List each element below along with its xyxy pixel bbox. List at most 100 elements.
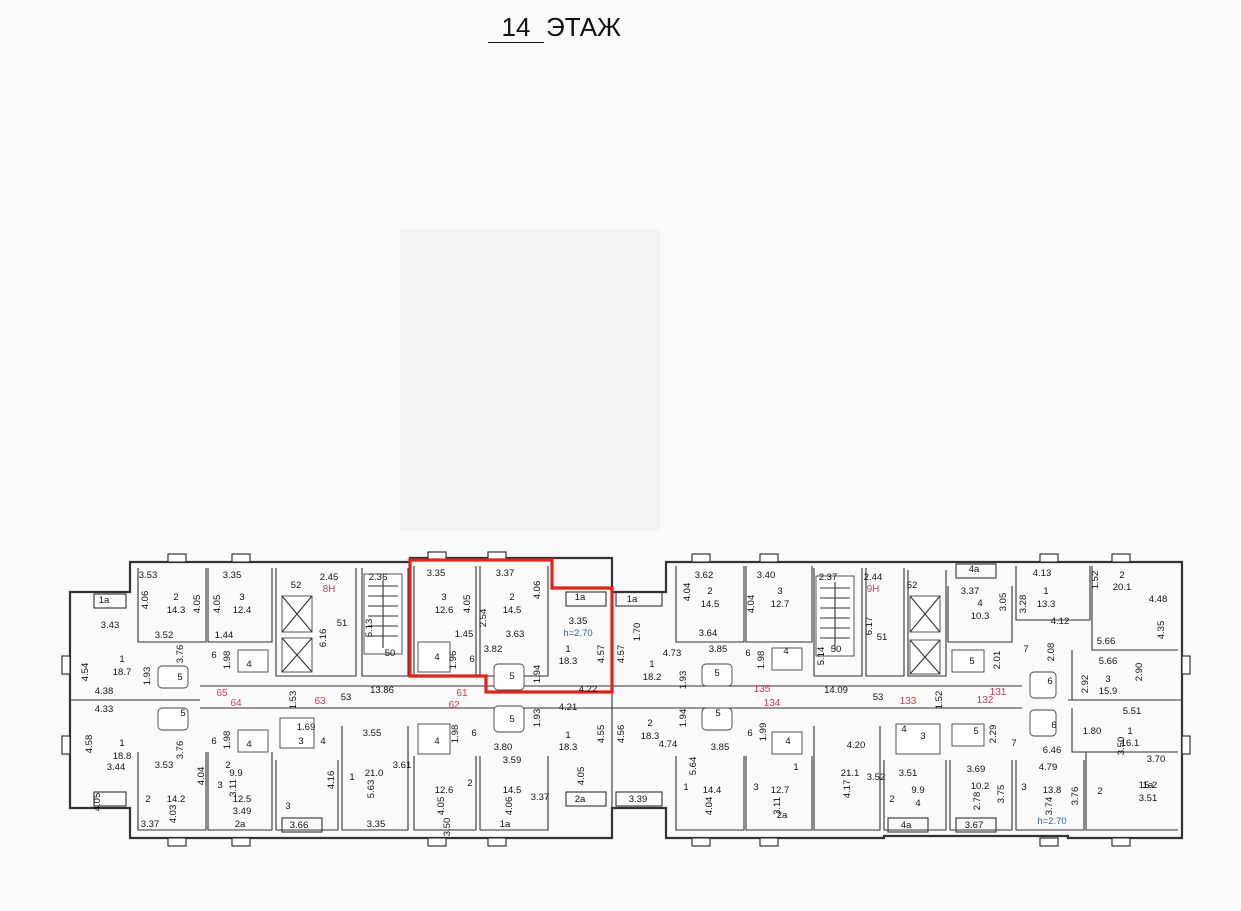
plan-label: 9.9 xyxy=(229,768,242,779)
plan-label: 1.93 xyxy=(142,667,153,686)
plan-label: 3.74 xyxy=(1044,797,1055,816)
plan-label: 4.06 xyxy=(532,581,543,600)
plan-label: 3.76 xyxy=(1070,787,1081,806)
plan-label: 4 xyxy=(901,724,906,735)
plan-label: 1a xyxy=(627,594,638,605)
plan-label: 1.52 xyxy=(934,691,945,710)
plan-label: 3.50 xyxy=(1116,737,1127,756)
plan-label: 1.98 xyxy=(450,725,461,744)
plan-label: 53 xyxy=(341,692,352,703)
plan-label: 4 xyxy=(434,652,439,663)
plan-label: 133 xyxy=(900,696,917,707)
plan-label: 2 xyxy=(509,592,514,603)
plan-label: 12.4 xyxy=(233,605,252,616)
plan-label: 3.63 xyxy=(506,629,525,640)
plan-label: 4.35 xyxy=(1156,621,1167,640)
plan-label: 2.29 xyxy=(988,725,999,744)
plan-label: 132 xyxy=(977,695,994,706)
plan-label: 3.53 xyxy=(139,570,158,581)
plan-label: 3.62 xyxy=(695,570,714,581)
plan-label: 1.98 xyxy=(756,651,767,670)
plan-label: 2 xyxy=(173,592,178,603)
plan-label: 5 xyxy=(714,668,719,679)
plan-label: 4.17 xyxy=(842,780,853,799)
plan-label: 1.98 xyxy=(222,651,233,670)
plan-label: 18.2 xyxy=(643,672,662,683)
plan-label: 3.85 xyxy=(709,644,728,655)
plan-label: 4.05 xyxy=(462,595,473,614)
plan-label: 5.14 xyxy=(816,647,827,666)
plan-label: 2.44 xyxy=(864,572,883,583)
plan-label: 3.39 xyxy=(629,794,648,805)
plan-label: 8Н xyxy=(323,584,336,595)
plan-label: 65 xyxy=(216,688,228,699)
plan-label: 3.37 xyxy=(961,586,980,597)
plan-label: 3.11 xyxy=(228,779,239,797)
plan-label: 2.78 xyxy=(972,792,983,811)
plan-label: 2.45 xyxy=(320,572,339,583)
plan-label: 3 xyxy=(777,586,782,597)
plan-label: 3.37 xyxy=(531,792,550,803)
plan-label: 3.75 xyxy=(996,785,1007,804)
stair-left xyxy=(363,573,403,655)
plan-label: 4.33 xyxy=(95,704,114,715)
interior-walls-right xyxy=(675,566,1178,831)
plan-label: 1.93 xyxy=(532,709,543,728)
plan-label: 1 xyxy=(349,772,354,783)
plan-label: 3 xyxy=(1021,782,1026,793)
plan-label: 6 xyxy=(1051,720,1056,731)
plan-label: 4 xyxy=(246,739,251,750)
plan-label: 4.54 xyxy=(80,663,91,682)
plan-label: 1a xyxy=(1143,780,1154,791)
plan-label: 1.80 xyxy=(1083,726,1102,737)
plan-label: 1.99 xyxy=(758,723,769,742)
plan-label: 1.69 xyxy=(297,722,316,733)
plan-label: 2 xyxy=(889,794,894,805)
plan-label: 2 xyxy=(1097,786,1102,797)
balcony-niches xyxy=(93,563,997,833)
plan-label: 2.92 xyxy=(1080,675,1091,694)
plan-label: 5 xyxy=(177,672,182,683)
plan-label: 6 xyxy=(469,654,474,665)
plan-label: 4.38 xyxy=(95,686,114,697)
plan-label: 134 xyxy=(764,698,781,709)
plan-label: 4 xyxy=(977,598,982,609)
plan-label: 3.05 xyxy=(998,593,1009,612)
highlighted-apartment-outline xyxy=(408,558,614,694)
plan-label: 5 xyxy=(509,671,514,682)
plan-label: 1.96 xyxy=(448,651,459,670)
plan-label: 3.49 xyxy=(233,806,252,817)
plan-label: 3.76 xyxy=(175,645,186,664)
plan-label: 4.55 xyxy=(596,725,607,744)
plan-label: 1.70 xyxy=(632,623,643,642)
plan-label: 3.43 xyxy=(101,620,120,631)
plan-label: 7 xyxy=(1023,644,1028,655)
plan-label: 3.28 xyxy=(1018,595,1029,614)
plan-label: 4.04 xyxy=(682,583,693,602)
plan-label: 12.6 xyxy=(435,605,454,616)
plan-label: 4.06 xyxy=(504,797,515,816)
plan-label: 3.66 xyxy=(290,820,309,831)
plan-label: 1a xyxy=(575,592,586,603)
plan-label: 4.21 xyxy=(559,702,578,713)
plan-label: 3.52 xyxy=(155,630,174,641)
plan-label: 13.3 xyxy=(1037,599,1056,610)
plan-label: 3 xyxy=(920,731,925,742)
plan-label: 2 xyxy=(145,794,150,805)
plan-label: 10.2 xyxy=(971,781,990,792)
plan-label: 2 xyxy=(647,718,652,729)
plan-label: 2a xyxy=(575,794,586,805)
lift-right xyxy=(909,595,941,675)
lift-left xyxy=(281,595,313,673)
plan-label: 13.8 xyxy=(1043,785,1062,796)
plan-label: 18.3 xyxy=(559,656,578,667)
plan-label: 3 xyxy=(1105,674,1110,685)
plan-label: 63 xyxy=(314,696,326,707)
plan-label: 4.05 xyxy=(436,797,447,816)
plan-label: 1 xyxy=(649,659,654,670)
plan-label: 3 xyxy=(239,592,244,603)
plan-label: 3.40 xyxy=(757,570,776,581)
plan-label: 3.35 xyxy=(223,570,242,581)
plan-label: 6 xyxy=(747,728,752,739)
